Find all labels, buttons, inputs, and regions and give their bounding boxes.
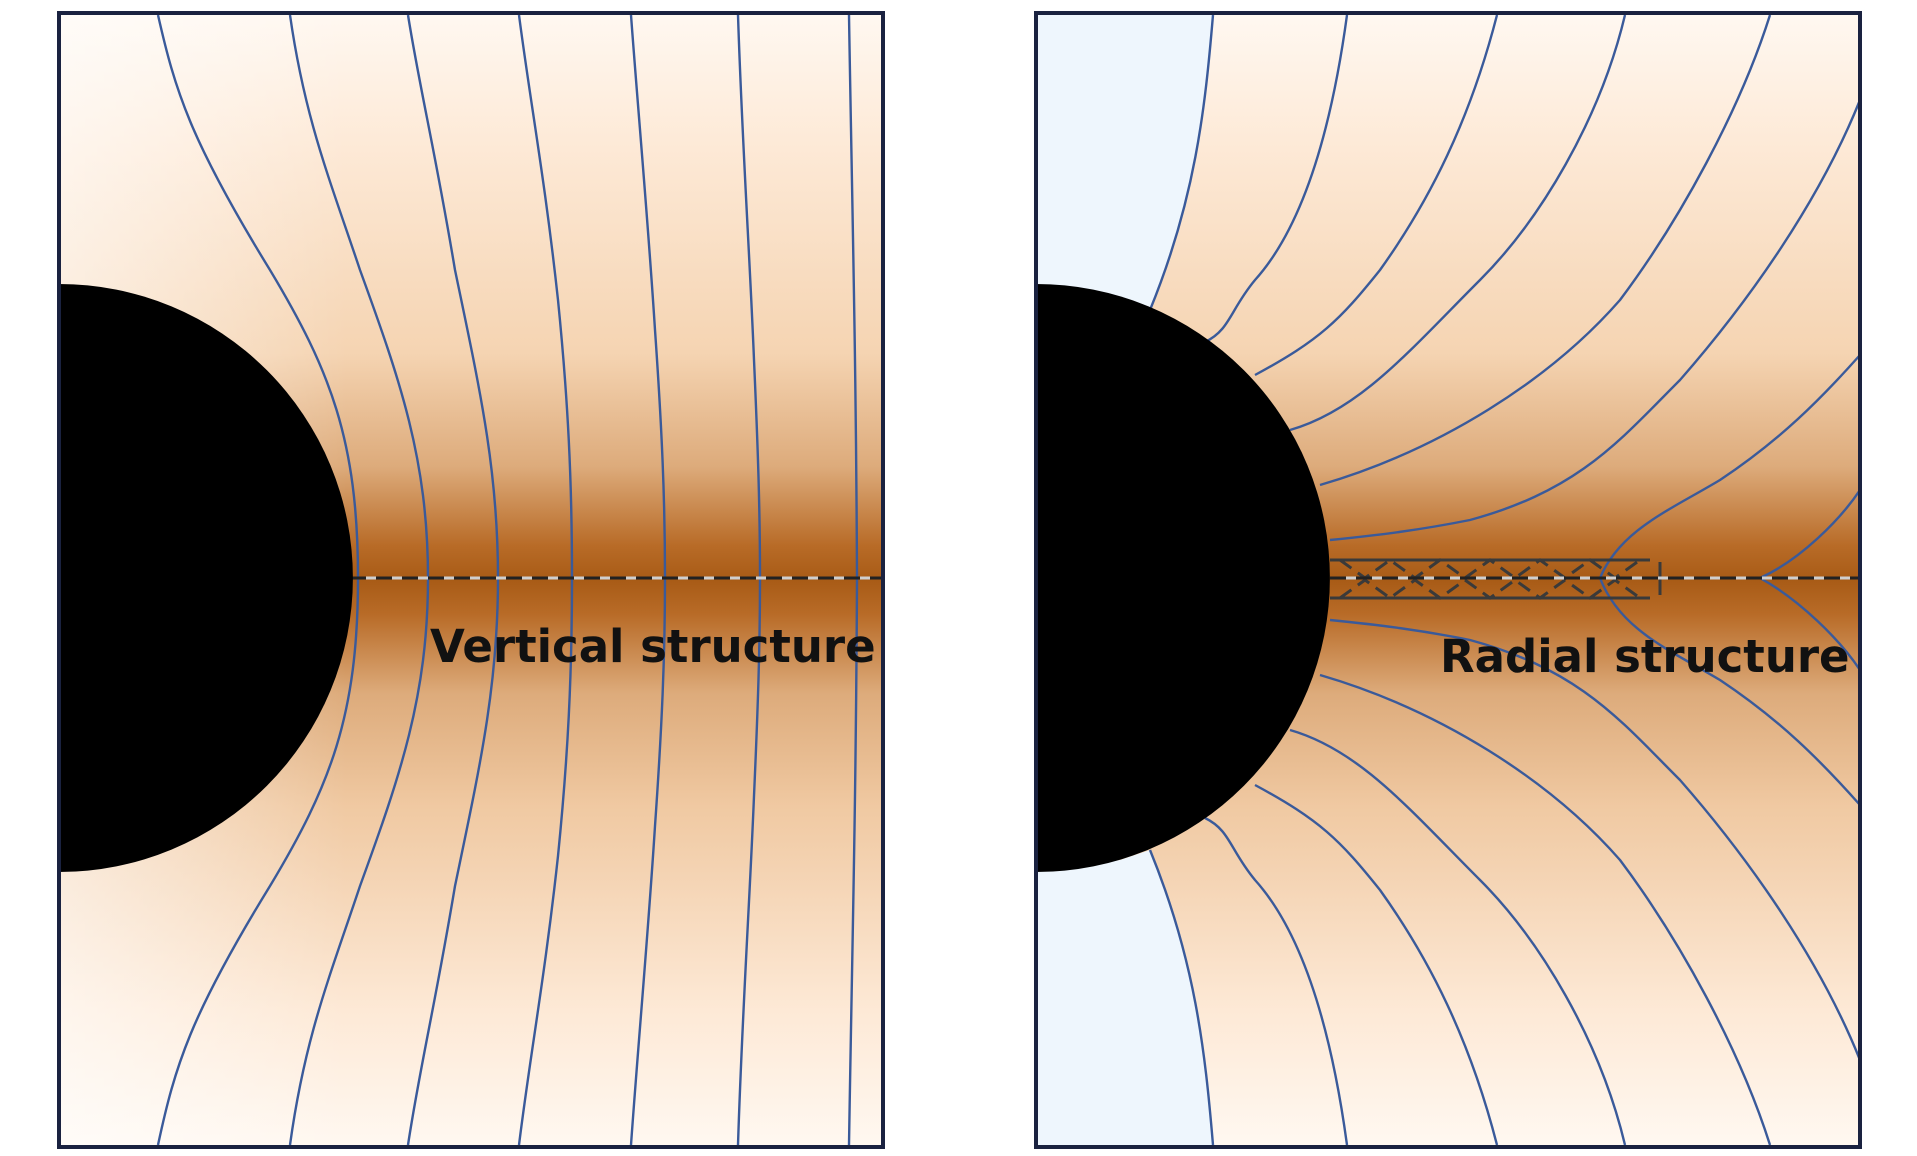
outer-region-bottom — [1036, 850, 1213, 1147]
field-line — [1289, 14, 1627, 432]
field-line — [1204, 14, 1349, 344]
field-line — [1289, 728, 1627, 1146]
field-line — [1204, 816, 1349, 1146]
field-line — [1254, 14, 1499, 377]
right-frame — [1034, 11, 1862, 1149]
right-panel — [1036, 13, 1860, 1147]
left-panel — [59, 13, 883, 1147]
field-line — [1148, 14, 1215, 311]
field-line — [1759, 489, 1860, 580]
field-line — [1148, 849, 1215, 1146]
right-panel-label: Radial structure — [1440, 630, 1850, 683]
black-hole — [59, 284, 353, 872]
field-line — [1254, 783, 1499, 1146]
outer-region-top — [1036, 13, 1213, 310]
field-line — [1598, 354, 1860, 579]
field-line — [1759, 576, 1860, 671]
field-line — [1319, 673, 1772, 1146]
left-frame — [57, 11, 885, 1149]
field-line — [1319, 14, 1772, 487]
left-panel-label: Vertical structure — [430, 620, 876, 673]
accretion-zigzag — [1330, 558, 1662, 600]
field-lines-radial — [1148, 14, 1860, 1146]
field-line — [1329, 99, 1860, 542]
field-line — [1598, 577, 1860, 806]
black-hole — [1036, 284, 1330, 872]
field-line — [1329, 618, 1860, 1061]
